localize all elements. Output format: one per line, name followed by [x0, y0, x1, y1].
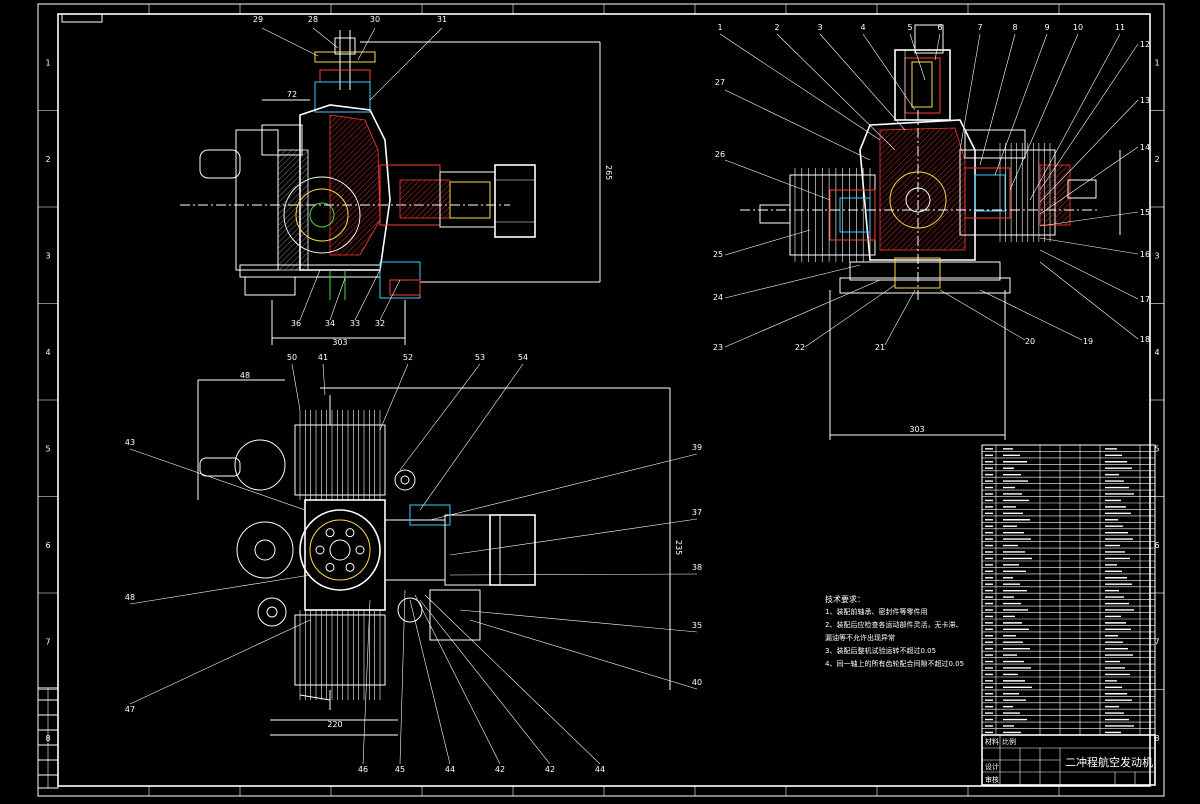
- front-view-dim: 303: [332, 338, 347, 347]
- zone-number-right: 4: [1154, 348, 1159, 357]
- tech-note-1: 1、装配前轴承、密封件等零件用: [825, 607, 927, 616]
- title-block: 材料 比例 设计 审核 二冲程航空发动机: [981, 734, 1156, 786]
- front-view-dim: 265: [604, 165, 613, 180]
- top-view-label: 37: [692, 508, 702, 517]
- side-view-label: 12: [1140, 40, 1150, 49]
- top-view-label: 44: [445, 765, 455, 774]
- side-view-label: 8: [1012, 23, 1017, 32]
- side-view-label: 3: [817, 23, 822, 32]
- zone-number-left: 3: [45, 251, 50, 260]
- tech-notes: 技术要求： 1、装配前轴承、密封件等零件用 2、装配后应检查各运动部件灵活，无卡…: [825, 594, 964, 668]
- top-view-label: 47: [125, 705, 135, 714]
- top-view-dim: 48: [240, 371, 250, 380]
- tech-note-4: 3、装配后整机试验运转不超过0.05: [825, 646, 936, 655]
- zone-number-left: 7: [45, 637, 50, 646]
- tech-note-3: 漏油等不允许出现异常: [825, 633, 895, 642]
- side-view-label: 5: [907, 23, 912, 32]
- zone-number-right: 6: [1154, 541, 1159, 550]
- top-view-label: 42: [495, 765, 505, 774]
- side-view-label: 13: [1140, 96, 1150, 105]
- side-view-label: 24: [713, 293, 723, 302]
- zone-number-left: 6: [45, 541, 50, 550]
- top-view-label: 45: [395, 765, 405, 774]
- top-view-label: 52: [403, 353, 413, 362]
- front-view-label: 34: [325, 319, 335, 328]
- title-block-material: 材料: [985, 737, 999, 746]
- side-view-label: 21: [875, 343, 885, 352]
- zone-number-left: 2: [45, 155, 50, 164]
- top-view-label: 54: [518, 353, 528, 362]
- side-view-label: 23: [713, 343, 723, 352]
- zone-number-left: 4: [45, 348, 50, 357]
- bom-table: [981, 444, 1156, 736]
- side-view-label: 17: [1140, 295, 1150, 304]
- tech-notes-heading: 技术要求：: [825, 594, 865, 604]
- side-view-label: 16: [1140, 250, 1150, 259]
- side-view-label: 25: [713, 250, 723, 259]
- side-view-label: 4: [860, 23, 865, 32]
- top-view-label: 50: [287, 353, 297, 362]
- zone-number-right: 2: [1154, 155, 1159, 164]
- zone-number-right: 1: [1154, 58, 1159, 67]
- side-view-label: 11: [1115, 23, 1125, 32]
- side-view-label: 14: [1140, 143, 1150, 152]
- tech-note-2: 2、装配后应检查各运动部件灵活，无卡滞、: [825, 620, 962, 629]
- side-view-label: 20: [1025, 337, 1035, 346]
- top-view-label: 35: [692, 621, 702, 630]
- top-view-label: 39: [692, 443, 702, 452]
- front-view-label: 36: [291, 319, 301, 328]
- top-view-label: 41: [318, 353, 328, 362]
- left-margin-table: [37, 687, 59, 789]
- corner-tag: [61, 13, 103, 23]
- front-view-label: 31: [437, 15, 447, 24]
- zone-number-right: 8: [1154, 734, 1159, 743]
- side-view-label: 22: [795, 343, 805, 352]
- top-view-label: 53: [475, 353, 485, 362]
- side-view-label: 7: [977, 23, 982, 32]
- side-view-label: 26: [715, 150, 725, 159]
- front-view-label: 29: [253, 15, 263, 24]
- title-block-checker: 审核: [985, 775, 999, 784]
- zone-number-right: 7: [1154, 637, 1159, 646]
- top-view-label: 38: [692, 563, 702, 572]
- side-view-label: 15: [1140, 208, 1150, 217]
- front-view-label: 30: [370, 15, 380, 24]
- top-view-dim: 220: [327, 720, 342, 729]
- front-view-dim: 72: [287, 90, 297, 99]
- zone-number-right: 5: [1154, 444, 1159, 453]
- side-view-label: 19: [1083, 337, 1093, 346]
- top-view-dim: 235: [674, 540, 683, 555]
- zone-number-left: 5: [45, 444, 50, 453]
- side-view-label: 18: [1140, 335, 1150, 344]
- front-view: 29 28 30 31 36 34 33 32 72 303 265: [180, 15, 613, 347]
- top-view-label: 46: [358, 765, 368, 774]
- front-view-label: 33: [350, 319, 360, 328]
- title-block-scale: 比例: [1002, 737, 1016, 746]
- zone-number-right: 3: [1154, 251, 1159, 260]
- side-view-label: 1: [717, 23, 722, 32]
- drawing-title: 二冲程航空发动机: [1065, 755, 1153, 769]
- top-view-label: 48: [125, 593, 135, 602]
- top-view-label: 43: [125, 438, 135, 447]
- tech-note-5: 4、同一轴上的所有齿轮配合间隙不超过0.05: [825, 659, 964, 668]
- side-view-label: 9: [1044, 23, 1049, 32]
- side-view-label: 2: [774, 23, 779, 32]
- top-view: 50 41 52 53 54 43 48 39 37 38 35 40 47 46 45 44 42 42 44 48…: [125, 353, 702, 774]
- side-view-label: 27: [715, 78, 725, 87]
- front-view-label: 28: [308, 15, 318, 24]
- zone-number-left: 1: [45, 58, 50, 67]
- side-view-dim: 303: [909, 425, 924, 434]
- top-view-label: 44: [595, 765, 605, 774]
- side-view-label: 6: [937, 23, 942, 32]
- title-block-designer: 设计: [985, 762, 999, 771]
- top-view-label: 42: [545, 765, 555, 774]
- front-view-label: 32: [375, 319, 385, 328]
- top-view-label: 40: [692, 678, 702, 687]
- side-view-label: 10: [1073, 23, 1083, 32]
